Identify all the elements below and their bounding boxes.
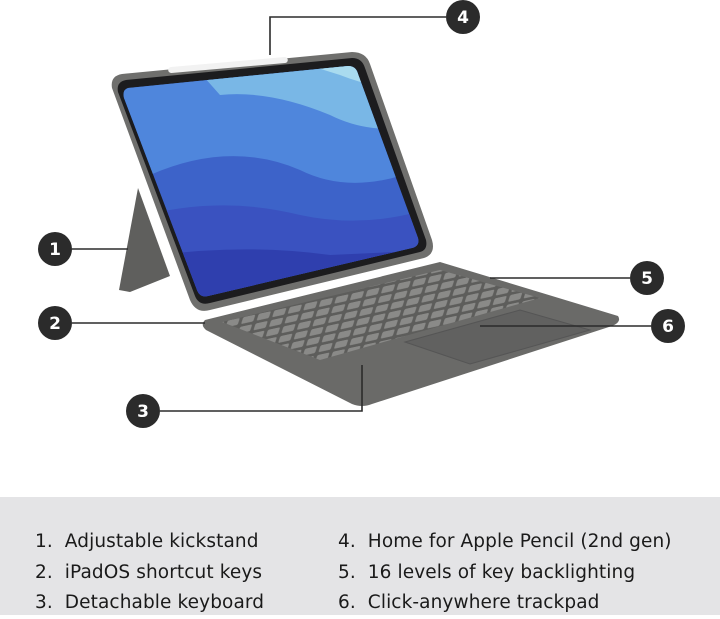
svg-text:5: 5 [641,269,653,289]
legend-item: 1. Adjustable kickstand [35,531,259,552]
callout-lines [72,16,651,412]
key-area [222,270,540,360]
svg-text:3: 3 [137,402,149,422]
callout-marker-3: 3 [126,394,160,428]
svg-text:6: 6 [662,317,674,337]
legend-item: 6. Click-anywhere trackpad [338,592,600,613]
product-diagram: 1 2 3 4 5 6 [38,0,685,428]
feature-legend: 1. Adjustable kickstand 2. iPadOS shortc… [0,497,720,615]
apple-pencil [168,57,288,73]
callout-marker-1: 1 [38,232,72,266]
legend-item: 5. 16 levels of key backlighting [338,561,636,583]
callout-marker-2: 2 [38,306,72,340]
legend-item: 4. Home for Apple Pencil (2nd gen) [338,531,672,552]
trackpad [403,309,592,365]
svg-text:4: 4 [457,8,469,28]
callout-marker-6: 6 [651,309,685,343]
legend-item: 2. iPadOS shortcut keys [35,561,263,583]
callout-marker-5: 5 [630,261,664,295]
svg-text:1: 1 [49,240,61,260]
svg-text:2: 2 [49,314,61,334]
callout-marker-4: 4 [446,0,480,34]
legend-item: 3. Detachable keyboard [35,592,265,613]
kickstand [119,188,170,292]
